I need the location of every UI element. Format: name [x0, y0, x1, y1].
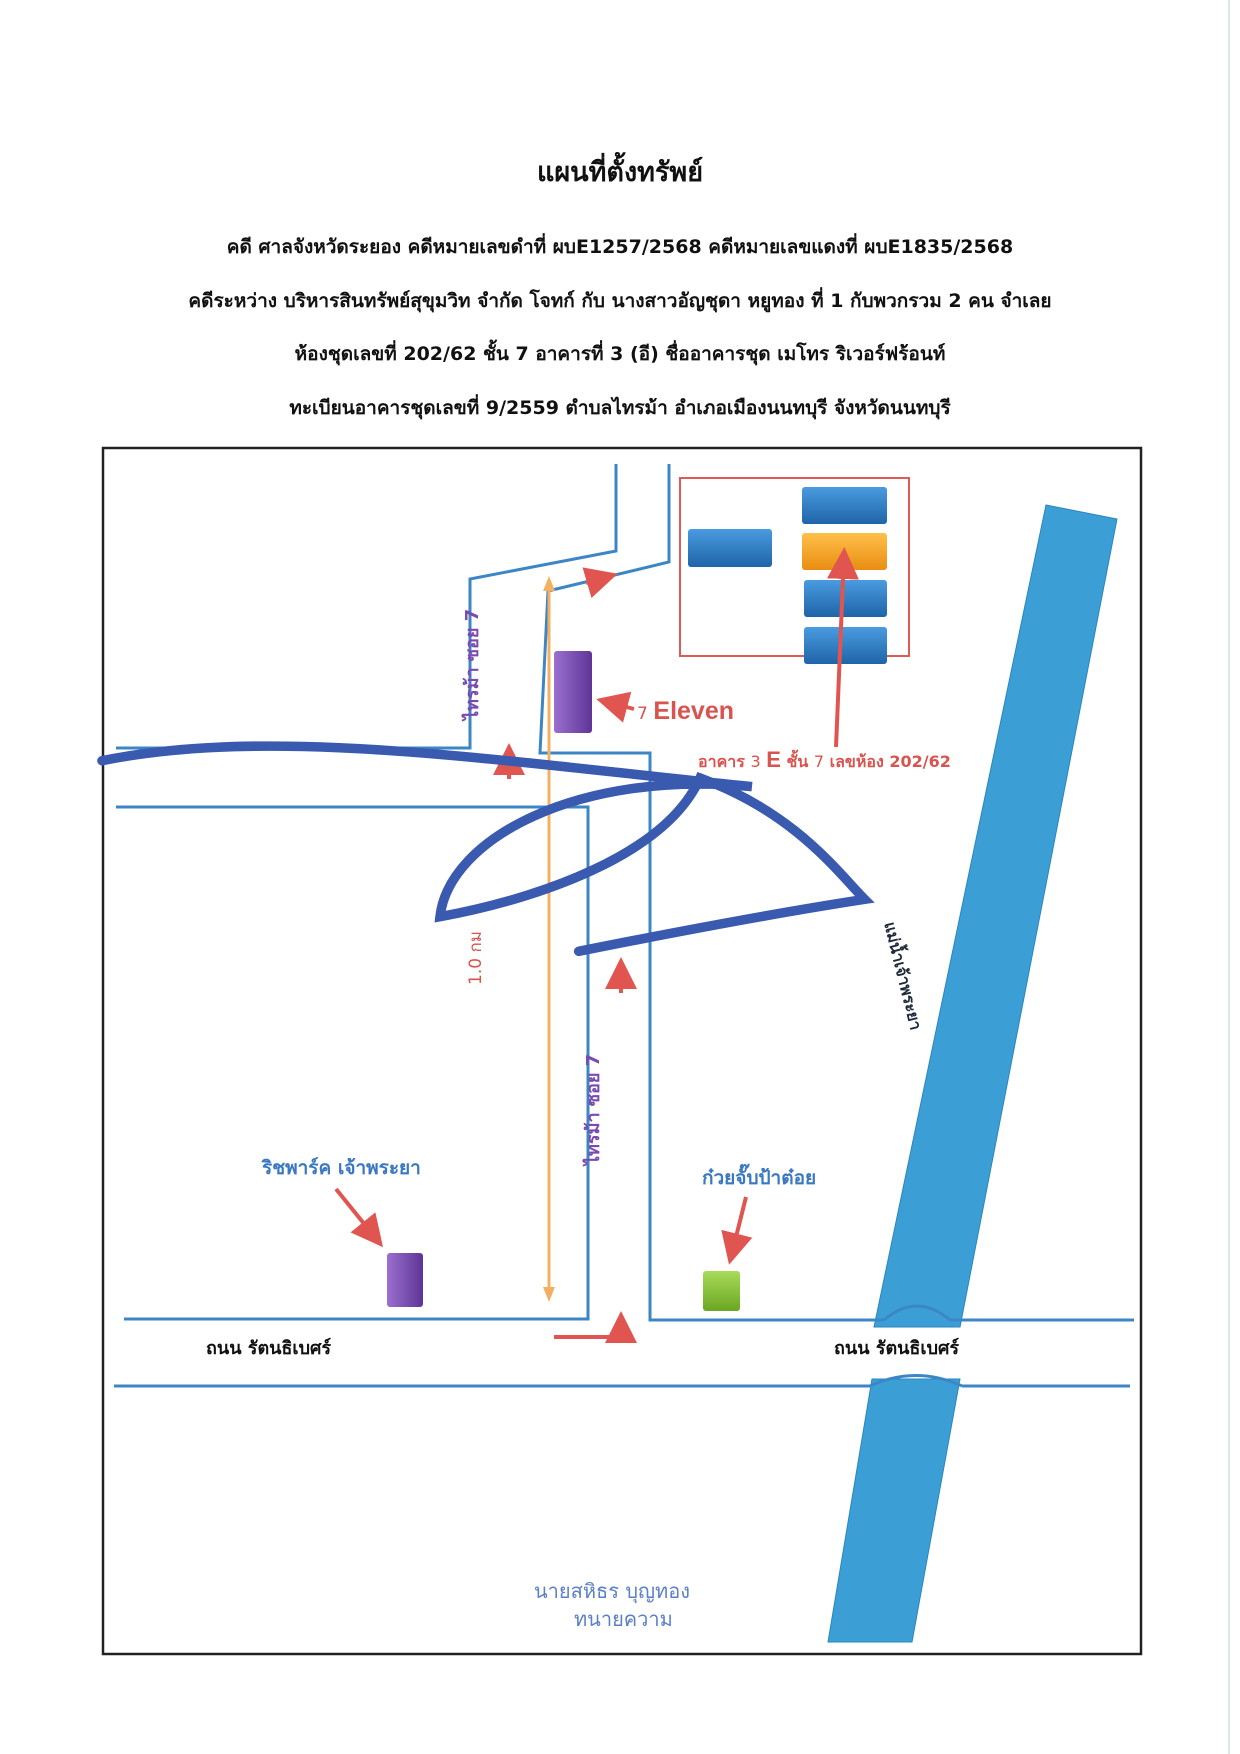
road-network: [114, 464, 1134, 1388]
road-label-left: ถนน รัตนธิเบศร์: [206, 1338, 332, 1359]
floor-number: 7: [813, 752, 825, 771]
room-number: 202/62: [889, 752, 951, 771]
seven-eleven-label: 7 Eleven: [637, 697, 734, 726]
soi-right-edge: [538, 464, 884, 1322]
condo-compound-box: [679, 477, 910, 657]
building-number: 3: [750, 752, 761, 771]
lawyer-signature: [97, 741, 875, 957]
bridge-top: [883, 1304, 951, 1322]
richpark-building: [387, 1253, 423, 1307]
seven-eleven-shop: [554, 651, 592, 733]
seven-eleven-arrow: [596, 691, 635, 723]
condo-unit-line: ห้องชุดเลขที่ 202/62 ชั้น 7 อาคารที่ 3 (…: [294, 343, 946, 365]
condo-building: [804, 580, 887, 617]
target-pointer-arrow: [827, 547, 859, 748]
route-arrow-top: [582, 567, 618, 599]
target-building-label: อาคาร 3 E ชั้น 7 เลขห้อง 202/62: [698, 747, 951, 775]
noodle-shop-label: ก๋วยจั๊บป้าต๋อย: [702, 1167, 817, 1189]
chao-phraya-river-lower: [827, 1378, 961, 1643]
building-prefix: อาคาร: [698, 752, 745, 771]
building-letter: E: [766, 747, 781, 772]
road-mid-left: [116, 805, 590, 1321]
map-frame: [101, 446, 1143, 1656]
seven-eleven-number: 7: [637, 704, 648, 724]
richpark-label: ริชพาร์ค เจ้าพระยา: [262, 1157, 421, 1179]
signature-name: นายสหิธร บุญทอง: [534, 1579, 691, 1603]
condo-building: [688, 529, 772, 567]
bridge-bottom: [869, 1374, 963, 1388]
condo-building: [802, 487, 887, 524]
route-arrow-turn: [554, 1311, 637, 1343]
map-canvas: [101, 446, 1143, 1656]
noodle-shop-arrow: [721, 1196, 753, 1265]
condo-registration-line: ทะเบียนอาคารชุดเลขที่ 9/2559 ตำบลไทรม้า …: [289, 397, 951, 419]
richpark-arrow: [334, 1187, 384, 1248]
noodle-shop: [703, 1271, 740, 1311]
chao-phraya-river: [873, 504, 1118, 1328]
page-title: แผนที่ตั้งทรัพย์: [536, 157, 704, 188]
condo-building: [804, 627, 887, 664]
road-label-right: ถนน รัตนธิเบศร์: [834, 1338, 960, 1359]
distance-line: [543, 576, 555, 1302]
case-court-line: คดี ศาลจังหวัดระยอง คดีหมายเลขดำที่ ผบE1…: [226, 236, 1014, 258]
floor-word: ชั้น: [786, 752, 809, 771]
seven-eleven-word: Eleven: [653, 697, 735, 725]
case-parties-line: คดีระหว่าง บริหารสินทรัพย์สุขุมวิท จำกัด…: [188, 290, 1052, 312]
location-map: ไทรม้า ซอย 7 ไทรม้า ซอย 7 1.0 กม แม่น้ำเ…: [97, 446, 1143, 1656]
signature-title: ทนายความ: [574, 1607, 673, 1631]
page-edge: [1228, 0, 1230, 1754]
room-word: เลขห้อง: [829, 752, 884, 771]
